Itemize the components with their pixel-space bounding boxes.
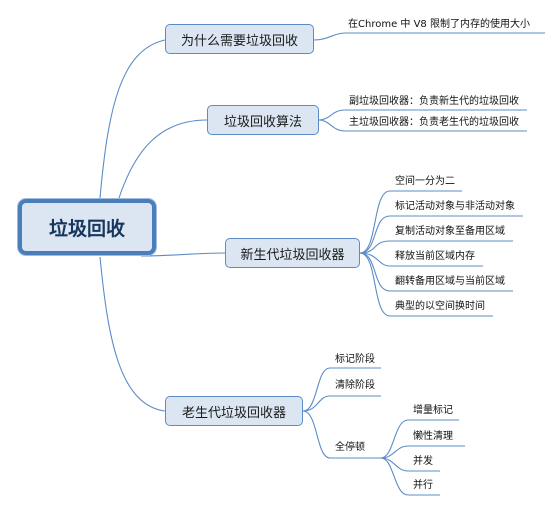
root-label: 垃圾回收: [48, 217, 125, 240]
root-node[interactable]: 垃圾回收: [18, 199, 156, 255]
branch-label: 垃圾回收算法: [223, 114, 302, 130]
leaf-parallel: 并行: [413, 480, 433, 491]
leaf-major-gc: 主垃圾回收器：负责老生代的垃圾回收: [349, 117, 519, 128]
branch-young-gen-gc[interactable]: 新生代垃圾回收器: [225, 238, 360, 268]
branch-label: 为什么需要垃圾回收: [180, 33, 298, 49]
leaf-flip-areas: 翻转备用区域与当前区域: [395, 276, 505, 287]
branch-old-gen-gc[interactable]: 老生代垃圾回收器: [165, 396, 303, 426]
leaf-free-memory: 释放当前区域内存: [395, 251, 475, 262]
leaf-sweep-phase: 清除阶段: [335, 380, 375, 391]
leaf-concurrent: 并发: [413, 456, 433, 467]
leaf-minor-gc: 副垃圾回收器：负责新生代的垃圾回收: [349, 96, 519, 107]
leaf-v8-memory-limit: 在Chrome 中 V8 限制了内存的使用大小: [348, 19, 530, 30]
leaf-split-space: 空间一分为二: [395, 176, 455, 187]
leaf-lazy-sweeping: 懒性清理: [413, 431, 453, 442]
leaf-mark-objects: 标记活动对象与非活动对象: [395, 201, 515, 212]
branch-label: 老生代垃圾回收器: [181, 405, 286, 421]
leaf-copy-objects: 复制活动对象至备用区域: [395, 226, 505, 237]
branch-gc-algorithm[interactable]: 垃圾回收算法: [207, 105, 319, 135]
leaf-incremental-marking: 增量标记: [413, 405, 453, 416]
leaf-space-for-time: 典型的以空间换时间: [395, 301, 485, 312]
leaf-stop-the-world: 全停顿: [335, 442, 365, 453]
branch-label: 新生代垃圾回收器: [240, 247, 345, 263]
leaf-mark-phase: 标记阶段: [335, 354, 375, 365]
branch-why-gc[interactable]: 为什么需要垃圾回收: [165, 24, 314, 54]
